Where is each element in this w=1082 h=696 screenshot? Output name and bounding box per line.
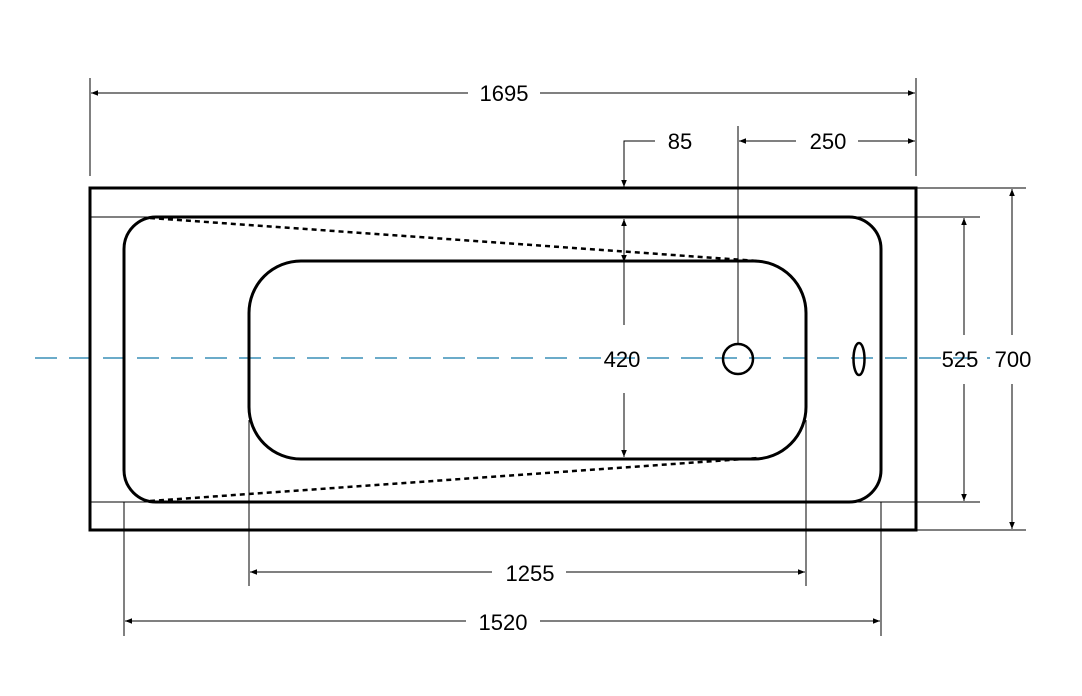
- dim-rim-offset: 85: [668, 129, 692, 154]
- dim-floor-width: 420: [604, 347, 641, 372]
- drain-icon: [721, 342, 755, 376]
- tub-floor: [247, 259, 808, 461]
- dim-leader-85: [621, 140, 655, 187]
- dim-inner-width: 525: [942, 347, 979, 372]
- dim-inner-length: 1520: [479, 610, 528, 635]
- slope-line-bottom: [149, 456, 759, 503]
- dim-drain-offset: 250: [810, 129, 847, 154]
- dim-floor-length: 1255: [506, 561, 555, 586]
- dim-overall-width: 700: [995, 347, 1032, 372]
- overflow-icon: [852, 341, 866, 377]
- dim-overall-length: 1695: [480, 81, 529, 106]
- slope-line-top: [149, 216, 759, 263]
- outer-rim: [88, 186, 918, 532]
- inner-basin: [122, 215, 883, 504]
